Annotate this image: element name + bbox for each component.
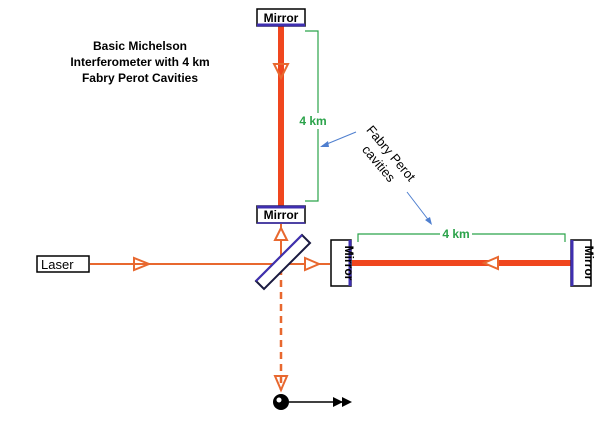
mirror-inner-vertical-label: Mirror	[264, 208, 299, 222]
title-line-2: Interferometer with 4 km	[70, 55, 209, 69]
laser-label: Laser	[41, 257, 74, 272]
title-line-3: Fabry Perot Cavities	[82, 71, 198, 85]
callout-arrowhead-icon	[425, 217, 432, 225]
mirror-top: Mirror	[256, 8, 306, 27]
beam-arrow-left-icon	[481, 255, 499, 271]
mirror-top-label: Mirror	[264, 11, 299, 25]
beam-arrow-right-icon	[133, 256, 152, 272]
beam-arrow-down-icon	[273, 375, 289, 393]
horizontal-length-label: 4 km	[442, 227, 469, 241]
beam-arrow-down-icon	[272, 63, 290, 81]
mirror-inner-horizontal: Mirror	[330, 239, 356, 287]
fabry-perot-callout: Fabry Perot cavities	[320, 122, 432, 225]
mirror-end-horizontal: Mirror	[570, 239, 596, 287]
double-arrowhead-icon	[342, 397, 352, 407]
mirror-inner-horizontal-label: Mirror	[342, 246, 356, 281]
callout-arrowhead-icon	[320, 141, 329, 147]
diagram-title: Basic Michelson Interferometer with 4 km…	[70, 39, 209, 85]
output-signal-arrow	[289, 397, 352, 407]
beam-arrow-up-icon	[273, 225, 289, 241]
mirror-inner-vertical: Mirror	[256, 205, 306, 224]
double-arrowhead-icon	[333, 397, 343, 407]
title-line-1: Basic Michelson	[93, 39, 187, 53]
vertical-length-label: 4 km	[299, 114, 326, 128]
photodetector-icon	[273, 394, 289, 410]
mirror-end-horizontal-label: Mirror	[582, 246, 596, 281]
vertical-length-bracket: 4 km	[298, 30, 328, 202]
horizontal-length-bracket: 4 km	[357, 226, 566, 242]
beam-arrow-right-icon	[304, 256, 322, 272]
beamsplitter	[254, 233, 312, 291]
laser-source: Laser	[36, 255, 90, 273]
